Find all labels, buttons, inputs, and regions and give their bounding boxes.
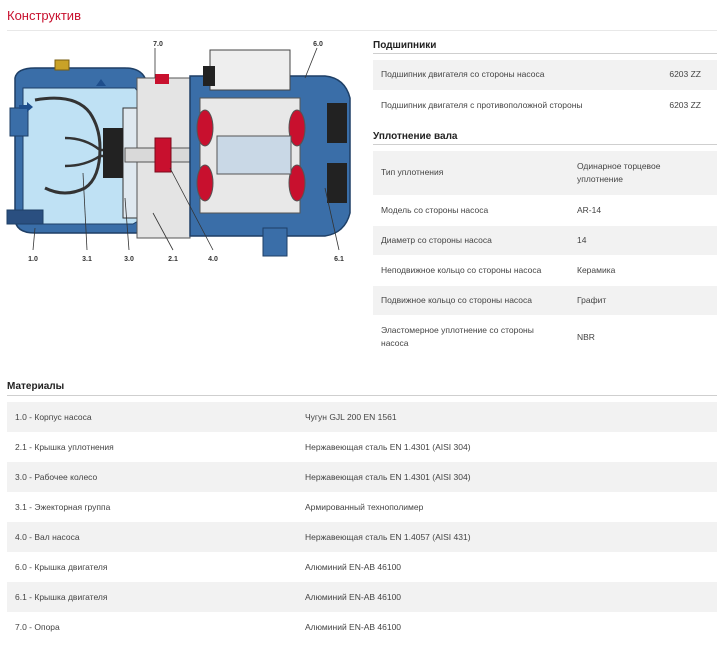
part-material: Нержавеющая сталь EN 1.4301 (AISI 304) [297,462,717,492]
part-material: Алюминий EN-AB 46100 [297,582,717,612]
table-row: Тип уплотнения Одинарное торцевое уплотне… [373,151,717,196]
part-name: 6.1 - Крышка двигателя [7,582,297,612]
label-3-0: 3.0 [124,256,134,263]
flow-arrow-up [96,79,106,92]
spec-name-line: насоса [381,338,409,348]
bearings-title: Подшипники [373,40,437,51]
spec-name: Диаметр со стороны насоса [373,225,569,256]
spec-value-line: Одинарное торцевое [577,160,661,171]
ejector-path [34,96,102,195]
spec-name: Подвижное кольцо со стороны насоса [373,285,569,316]
spec-name: Неподвижное кольцо со стороны насоса [373,255,569,286]
table-row: Подшипник двигателя со стороны насоса 62… [373,60,717,91]
spec-value: Керамика [569,255,717,286]
part-name: 1.0 - Корпус насоса [7,402,297,432]
table-row: Эластомерное уплотнение со стороны насоса… [373,315,717,360]
part-name: 2.1 - Крышка уплотнения [15,442,114,452]
spec-value: 14 [569,225,717,256]
part-material: Алюминий EN-AB 46100 [305,562,402,572]
spec-value: NBR [569,315,717,360]
part-name: 7.0 - Опора [15,622,60,632]
materials-title: Материалы [7,381,65,392]
bearings-divider [373,53,717,54]
spec-value: Графит [569,285,717,316]
spec-value: AR-14 [569,195,717,226]
title-divider [7,30,717,31]
terminal-box [209,49,291,91]
part-material: Нержавеющая сталь EN 1.4057 (AISI 431) [297,522,717,552]
rotor [216,135,292,175]
table-row: 6.0 - Крышка двигателя Алюминий EN-AB 461… [7,552,717,582]
flow-arrow-in [19,102,33,112]
seal-title: Уплотнение вала [373,131,458,142]
fan-cover [327,103,347,143]
part-material: Армированный технополимер [305,502,424,512]
part-material: Нержавеющая сталь EN 1.4301 (AISI 304) [305,442,471,452]
part-name: 6.0 - Крышка двигателя [15,562,108,572]
label-3-1: 3.1 [82,256,92,263]
fill-plug [54,59,70,71]
spec-name: Модель со стороны насоса [373,195,569,226]
winding-left [196,109,214,147]
spec-value-line: уплотнение [577,173,623,184]
spec-name-line: Эластомерное уплотнение со стороны [381,325,534,335]
table-row: Неподвижное кольцо со стороны насоса Кер… [373,255,717,286]
label-6-1: 6.1 [334,256,344,263]
part-name: 3.0 - Рабочее колесо [7,462,297,492]
winding-right [288,109,306,147]
spec-value: 6203 ZZ [646,60,717,91]
label-1-0: 1.0 [28,256,38,263]
table-row: Подвижное кольцо со стороны насоса Графи… [373,285,717,316]
mechanical-seal [154,137,172,173]
part-material: Алюминий EN-AB 46100 [305,622,402,632]
spec-name: Подшипник двигателя с противоположной ст… [373,90,647,121]
motor-foot [262,227,288,257]
label-4-0: 4.0 [208,256,218,263]
seal-table: Тип уплотнения Одинарное торцевое уплотне… [373,151,717,360]
spec-name: Эластомерное уплотнение со стороны насоса [373,315,569,360]
part-material: Чугун GJL 200 EN 1561 [297,402,717,432]
table-row: 3.1 - Эжекторная группа Армированный техн… [7,492,717,522]
seal-divider [373,144,717,145]
table-row: Подшипник двигателя с противоположной ст… [373,90,717,121]
spec-name: Тип уплотнения [373,151,569,196]
materials-divider [7,395,717,396]
part-name: 4.0 - Вал насоса [7,522,297,552]
inlet-port [9,107,29,137]
table-row: 7.0 - Опора Алюминий EN-AB 46100 [7,612,717,642]
bearings-table: Подшипник двигателя со стороны насоса 62… [373,60,717,121]
label-6-0: 6.0 [313,41,323,48]
part-name: 3.1 - Эжекторная группа [15,502,111,512]
label-7-0: 7.0 [153,41,163,48]
table-row: 2.1 - Крышка уплотнения Нержавеющая сталь… [7,432,717,462]
table-row: Диаметр со стороны насоса 14 [373,225,717,256]
spec-name: Подшипник двигателя со стороны насоса [373,60,647,91]
table-row: Модель со стороны насоса AR-14 [373,195,717,226]
spec-value: Одинарное торцевое уплотнение [569,151,717,196]
spec-value: 6203 ZZ [646,90,717,121]
pump-cross-section-diagram: 7.0 6.0 1.0 3.1 3.0 2.1 4.0 6.1 [6,41,351,263]
label-2-1: 2.1 [168,256,178,263]
page-title: Конструктив [7,8,81,23]
